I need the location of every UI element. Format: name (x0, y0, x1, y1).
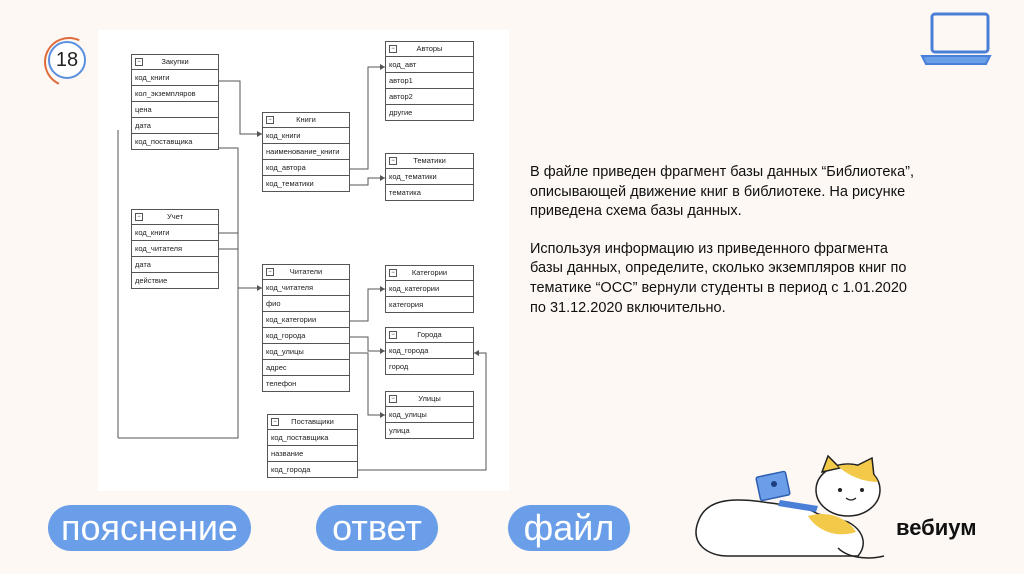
table-field: автор1 (386, 73, 473, 89)
answer-button[interactable]: ответ (316, 505, 438, 551)
schema-table-title: − Книги (263, 113, 349, 128)
table-field: категория (389, 300, 424, 309)
table-field: код_авт (386, 57, 473, 73)
table-name: Категории (411, 268, 448, 277)
schema-relations (117, 64, 487, 471)
table-field: код_автора (263, 160, 349, 176)
file-button[interactable]: файл (508, 505, 630, 551)
table-field: тематика (389, 188, 421, 197)
cat-illustration (695, 454, 885, 559)
table-field: код_читателя (132, 241, 218, 257)
table-field: цена (132, 102, 218, 118)
collapse-icon: − (271, 418, 279, 426)
collapse-icon: − (389, 269, 397, 277)
schema-table-title: − Читатели (263, 265, 349, 280)
task-description: В файле приведен фрагмент базы данных “Б… (530, 163, 920, 336)
table-field: код_поставщика (135, 137, 193, 146)
table-field: телефон (266, 379, 297, 388)
table-field: код_улицы (386, 407, 473, 423)
table-field: город (389, 362, 409, 371)
table-field: фио (263, 296, 349, 312)
description-paragraph-2: Используя информацию из приведенного фра… (530, 240, 907, 316)
table-field: автор2 (386, 89, 473, 105)
laptop-icon (920, 12, 992, 65)
table-field: код_книги (263, 128, 349, 144)
description-paragraph-1: В файле приведен фрагмент базы данных “Б… (530, 164, 915, 220)
table-name: Тематики (413, 156, 446, 165)
table-field: код_тематики (386, 169, 473, 185)
table-field: код_улицы (263, 344, 349, 360)
schema-table: − Улицы код_улицы улица (385, 391, 474, 439)
table-name: Города (417, 330, 442, 339)
table-name: Улицы (418, 394, 441, 403)
collapse-icon: − (389, 157, 397, 165)
brand-logo: вебиум (896, 515, 977, 540)
table-name: Авторы (416, 44, 443, 53)
file-button-label: файл (523, 507, 615, 548)
table-name: Закупки (161, 57, 189, 66)
table-field: код_города (271, 465, 311, 474)
table-field: код_категории (263, 312, 349, 328)
explanation-button[interactable]: пояснение (48, 505, 251, 551)
table-field: наименование_книги (263, 144, 349, 160)
table-name: Поставщики (291, 417, 334, 426)
collapse-icon: − (389, 395, 397, 403)
table-field: код_тематики (266, 179, 314, 188)
collapse-icon: − (266, 268, 274, 276)
schema-table-title: − Города (386, 328, 473, 343)
table-field: код_города (263, 328, 349, 344)
collapse-icon: − (389, 331, 397, 339)
schema-table-title: − Категории (386, 266, 473, 281)
schema-table: − Тематики код_тематики тематика (385, 153, 474, 201)
table-field: код_города (386, 343, 473, 359)
schema-table-title: − Учет (132, 210, 218, 225)
table-name: Книги (296, 115, 316, 124)
table-field: код_поставщика (268, 430, 357, 446)
explanation-button-label: пояснение (61, 507, 238, 548)
schema-table-title: − Улицы (386, 392, 473, 407)
table-name: Читатели (289, 267, 323, 276)
slide-number: 18 (55, 48, 79, 71)
table-field: название (268, 446, 357, 462)
table-field: дата (132, 118, 218, 134)
collapse-icon: − (266, 116, 274, 124)
table-field: код_книги (132, 225, 218, 241)
table-field: действие (135, 276, 168, 285)
schema-table: − Города код_города город (385, 327, 474, 375)
schema-table-title: − Тематики (386, 154, 473, 169)
table-field: код_категории (386, 281, 473, 297)
table-field: код_книги (132, 70, 218, 86)
table-field: код_читателя (263, 280, 349, 296)
answer-button-label: ответ (332, 507, 422, 548)
table-field: кол_экземпляров (132, 86, 218, 102)
schema-table: − Категории код_категории категория (385, 265, 474, 313)
schema-table-title: − Закупки (132, 55, 218, 70)
collapse-icon: − (135, 213, 143, 221)
schema-table-title: − Поставщики (268, 415, 357, 430)
table-field: другие (389, 108, 413, 117)
table-field: дата (132, 257, 218, 273)
schema-table-title: − Авторы (386, 42, 473, 57)
table-field: улица (389, 426, 410, 435)
collapse-icon: − (389, 45, 397, 53)
table-name: Учет (166, 212, 184, 221)
slide-number-badge: 18 (48, 41, 86, 79)
collapse-icon: − (135, 58, 143, 66)
table-field: адрес (263, 360, 349, 376)
